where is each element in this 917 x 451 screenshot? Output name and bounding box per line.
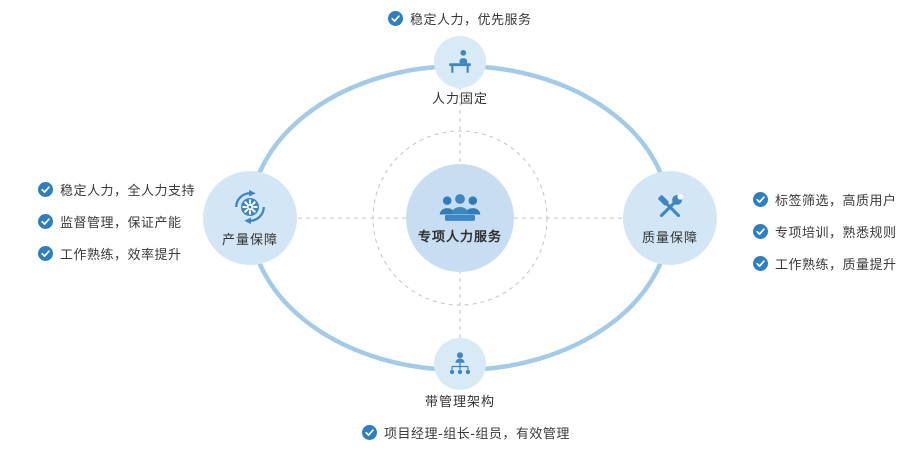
bullet-top-text: 稳定人力，优先服务 [410, 13, 532, 28]
check-icon [753, 256, 768, 271]
bullet-right-3: 工作熟练，质量提升 [753, 254, 897, 273]
check-icon [38, 214, 53, 229]
bullet-right-text-2: 专项培训，熟悉规则 [775, 226, 897, 241]
node-top-circle [434, 36, 486, 88]
team-icon [434, 191, 486, 223]
check-icon [362, 425, 377, 440]
bullet-right-text-1: 标签筛选，高质用户 [775, 194, 897, 209]
node-top-label: 人力固定 [431, 92, 488, 107]
bullet-left-3: 工作熟练，效率提升 [38, 244, 195, 263]
bullet-right-2: 专项培训，熟悉规则 [753, 222, 897, 241]
bullet-bottom-1: 项目经理-组长-组员，有效管理 [362, 423, 570, 442]
node-center-circle: 专项人力服务 [406, 164, 514, 272]
bullet-top-1: 稳定人力，优先服务 [388, 9, 532, 28]
gear-sync-icon [231, 188, 269, 226]
node-center-label: 专项人力服务 [417, 230, 502, 245]
check-icon [753, 224, 768, 239]
node-right-label: 质量保障 [641, 231, 698, 246]
node-left-circle: 产量保障 [203, 171, 297, 265]
node-bottom-label: 带管理架构 [424, 395, 495, 410]
check-icon [388, 11, 403, 26]
check-icon [38, 246, 53, 261]
left-bullet-list: 稳定人力，全人力支持 监督管理，保证产能 工作熟练，效率提升 [38, 180, 195, 263]
check-icon [753, 192, 768, 207]
bullet-right-1: 标签筛选，高质用户 [753, 190, 897, 209]
node-right-circle: 质量保障 [623, 171, 717, 265]
hierarchy-icon [445, 349, 475, 379]
bullet-bottom-text: 项目经理-组长-组员，有效管理 [384, 427, 570, 442]
bullet-left-2: 监督管理，保证产能 [38, 212, 195, 231]
right-bullet-list: 标签筛选，高质用户 专项培训，熟悉规则 工作熟练，质量提升 [753, 190, 897, 273]
bullet-left-text-2: 监督管理，保证产能 [60, 216, 182, 231]
bullet-left-text-3: 工作熟练，效率提升 [60, 248, 182, 263]
node-left-label: 产量保障 [221, 233, 278, 248]
bullet-left-text-1: 稳定人力，全人力支持 [60, 184, 196, 199]
check-icon [38, 182, 53, 197]
desk-person-icon [445, 47, 475, 77]
bullet-left-1: 稳定人力，全人力支持 [38, 180, 195, 199]
node-bottom-circle [434, 338, 486, 390]
tools-icon [653, 190, 687, 224]
bullet-right-text-3: 工作熟练，质量提升 [775, 258, 897, 273]
